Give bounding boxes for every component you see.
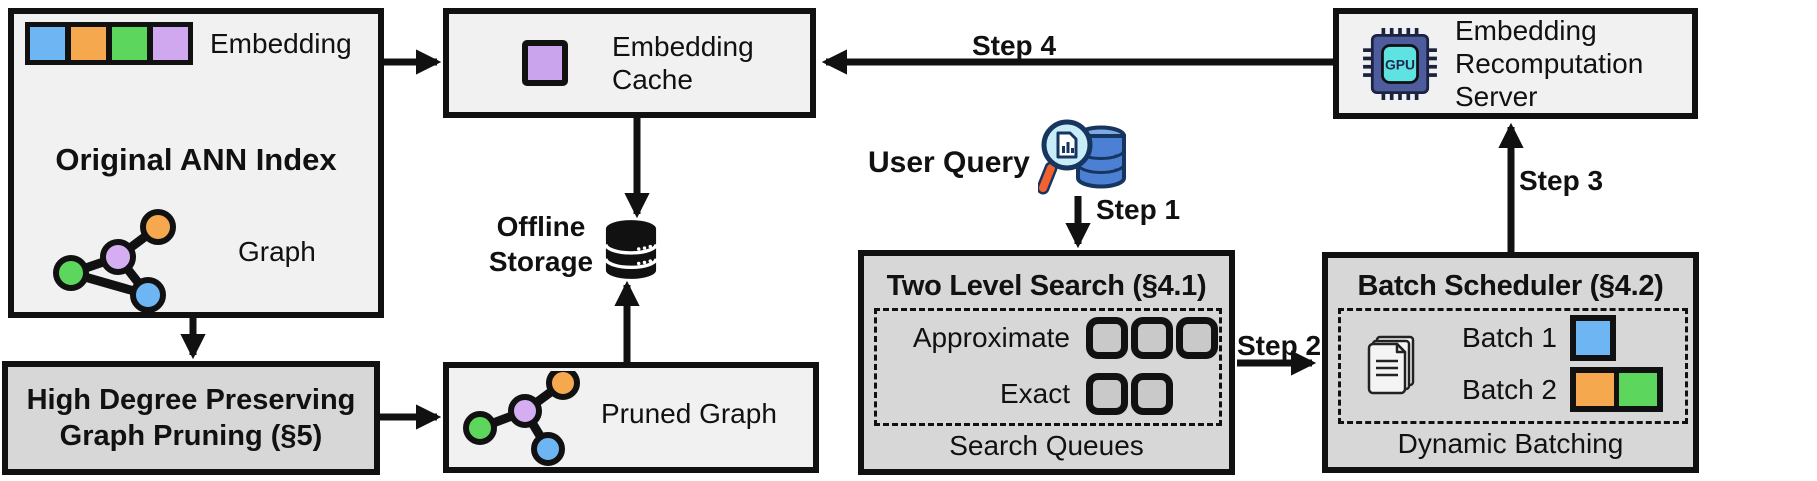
database-icon bbox=[604, 220, 658, 279]
dynamic-batching-panel: Batch 1 Batch 2 bbox=[1338, 308, 1688, 424]
recomputation-server-box: GPU Embedding Recomputation Server bbox=[1333, 8, 1698, 119]
user-query-label: User Query bbox=[868, 146, 1030, 179]
graph-pruning-title-line2: Graph Pruning (§5) bbox=[59, 420, 323, 452]
embedding-cache-box: Embedding Cache bbox=[443, 8, 816, 118]
offline-storage-label: Offline Storage bbox=[488, 211, 594, 277]
queue-slot bbox=[1131, 373, 1173, 415]
batch1-label: Batch 1 bbox=[1462, 322, 1557, 353]
pruned-graph-icon bbox=[463, 371, 580, 466]
search-queues-label: Search Queues bbox=[949, 430, 1144, 461]
batch2-square-green bbox=[1614, 373, 1657, 406]
batch1-row: Batch 1 bbox=[1427, 315, 1616, 361]
step2-label: Step 2 bbox=[1237, 330, 1322, 361]
queue-slot bbox=[1086, 373, 1128, 415]
batch1-square-blue bbox=[1570, 315, 1616, 361]
original-ann-index-box: Embedding Original ANN Index Graph bbox=[8, 8, 384, 318]
pruned-graph-label: Pruned Graph bbox=[601, 398, 777, 429]
batch2-row: Batch 2 bbox=[1427, 367, 1663, 412]
two-level-search-box: Two Level Search (§4.1) Approximate Exac… bbox=[858, 250, 1235, 475]
batch2-square-orange bbox=[1576, 373, 1614, 406]
queue-slot bbox=[1176, 317, 1218, 359]
batch-scheduler-box: Batch Scheduler (§4.2) Batch 1 Batch 2 bbox=[1322, 252, 1699, 473]
step1-label: Step 1 bbox=[1096, 194, 1181, 225]
approximate-label: Approximate bbox=[912, 322, 1070, 353]
graph-pruning-title-line1: High Degree Preserving bbox=[26, 384, 356, 416]
embedding-cache-label: Embedding Cache bbox=[612, 31, 754, 95]
pruned-graph-box: Pruned Graph bbox=[443, 362, 819, 473]
original-ann-index-title: Original ANN Index bbox=[55, 142, 337, 177]
embedding-cell-orange bbox=[71, 27, 106, 60]
documents-icon bbox=[1367, 335, 1415, 395]
batch-scheduler-title: Batch Scheduler (§4.2) bbox=[1357, 270, 1664, 302]
embedding-vector-strip bbox=[25, 22, 193, 65]
embedding-cell-purple bbox=[153, 27, 188, 60]
exact-label: Exact bbox=[999, 378, 1070, 409]
embedding-cell-green bbox=[112, 27, 147, 60]
batch2-label: Batch 2 bbox=[1462, 373, 1557, 405]
queue-slot bbox=[1086, 317, 1128, 359]
approximate-queue-row: Approximate bbox=[885, 317, 1221, 359]
step3-label: Step 3 bbox=[1519, 165, 1604, 196]
graph-pruning-box: High Degree Preserving Graph Pruning (§5… bbox=[2, 361, 380, 475]
original-graph-icon bbox=[53, 209, 176, 312]
dynamic-batching-label: Dynamic Batching bbox=[1397, 428, 1624, 459]
embedding-cell-blue bbox=[30, 27, 65, 60]
search-queues-panel: Approximate Exact bbox=[874, 308, 1222, 426]
two-level-search-title: Two Level Search (§4.1) bbox=[886, 270, 1207, 302]
exact-queue-row: Exact bbox=[885, 373, 1176, 415]
gpu-chip-text: GPU bbox=[1385, 57, 1415, 73]
step4-label: Step 4 bbox=[971, 30, 1057, 61]
cached-embedding-square bbox=[522, 40, 568, 86]
queue-slot bbox=[1131, 317, 1173, 359]
gpu-chip-icon: GPU bbox=[1363, 28, 1437, 100]
batch2-squares bbox=[1570, 367, 1663, 412]
magnifier-database-icon bbox=[1038, 119, 1126, 195]
embedding-label: Embedding bbox=[210, 28, 352, 59]
recomputation-server-label: Embedding Recomputation Server bbox=[1455, 15, 1644, 112]
graph-label: Graph bbox=[238, 236, 316, 267]
